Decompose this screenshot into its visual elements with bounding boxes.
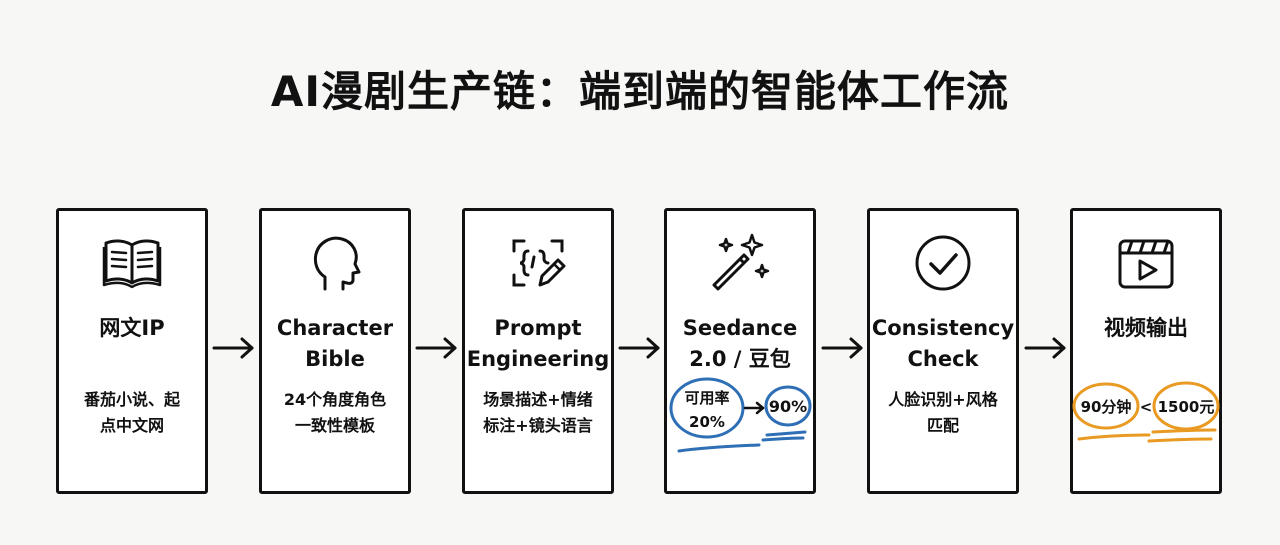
step-name: 网文IP — [99, 316, 165, 340]
marker-circle — [764, 385, 812, 427]
head-profile-icon — [313, 236, 361, 291]
usability-to: 90% — [769, 397, 807, 416]
marker-underline — [1077, 433, 1151, 441]
step-name: Prompt Engineering — [466, 316, 610, 371]
marker-circle — [1072, 382, 1140, 430]
marker-underline — [1151, 428, 1217, 434]
step-card-web-novel-ip: 网文IP 番茄小说、起 点中文网 — [56, 208, 208, 494]
step-name: 视频输出 — [1104, 316, 1188, 340]
usability-rate-annotation: 可用率 20% 90% — [669, 377, 812, 453]
marker-circle — [669, 377, 745, 439]
flow-arrow — [1024, 337, 1066, 359]
cost-time-right: 1500元 — [1158, 398, 1215, 416]
flow-arrow — [415, 337, 457, 359]
step-card-prompt-engineering: Prompt Engineering 场景描述+情绪 标注+镜头语言 — [462, 208, 614, 494]
marker-underline — [765, 430, 807, 437]
step-name: Character Bible — [276, 316, 394, 371]
step-description: 番茄小说、起 点中文网 — [83, 390, 180, 435]
marker-underline — [761, 436, 805, 442]
step-description: 24个角度角色 一致性模板 — [283, 390, 387, 435]
flow-arrow — [212, 337, 254, 359]
marker-underline — [1147, 437, 1213, 443]
marker-underline — [677, 443, 761, 453]
step-card-consistency-check: Consistency Check 人脸识别+风格 匹配 — [867, 208, 1019, 494]
step-card-character-bible: Character Bible 24个角度角色 一致性模板 — [259, 208, 411, 494]
magic-wand-icon — [712, 233, 770, 291]
check-circle-icon — [915, 235, 971, 291]
step-card-video-output: 视频输出 90分钟 < 1500元 — [1070, 208, 1222, 494]
usability-from-line-2: 20% — [689, 413, 725, 431]
cost-time-left: 90分钟 — [1081, 398, 1132, 416]
usability-from-line-1: 可用率 — [684, 389, 729, 407]
cost-time-annotation: 90分钟 < 1500元 — [1072, 381, 1220, 443]
step-description: 场景描述+情绪 标注+镜头语言 — [483, 390, 593, 435]
usability-arrow-head — [755, 401, 765, 415]
code-pencil-icon — [512, 239, 566, 287]
flow-arrow — [821, 337, 863, 359]
open-book-icon — [102, 239, 162, 289]
cost-time-symbol: < — [1140, 398, 1153, 416]
flow-arrow — [618, 337, 660, 359]
step-name: Consistency Check — [871, 316, 1015, 371]
marker-circle — [1152, 381, 1220, 431]
step-card-seedance: Seedance 2.0 / 豆包 可用率 20% 90% — [664, 208, 816, 494]
page-title: AI漫剧生产链：端到端的智能体工作流 — [270, 67, 1010, 116]
step-name: Seedance 2.0 / 豆包 — [682, 316, 798, 371]
step-description: 人脸识别+风格 匹配 — [888, 390, 998, 435]
video-clapper-icon — [1118, 239, 1174, 289]
